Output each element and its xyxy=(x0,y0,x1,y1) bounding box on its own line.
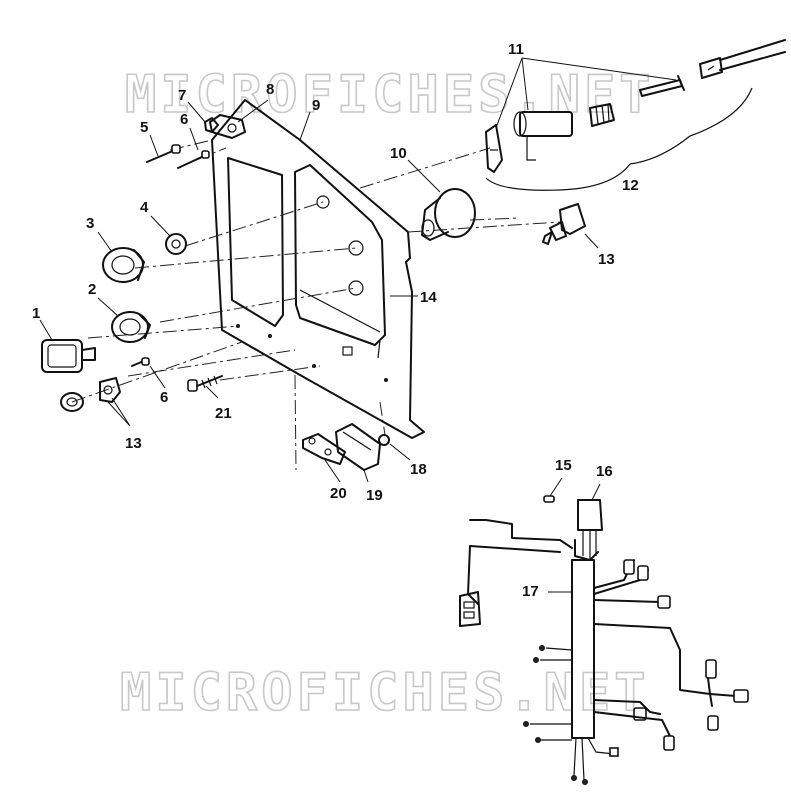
callout-12: 12 xyxy=(622,177,639,194)
gauge xyxy=(421,188,476,241)
callout-11: 11 xyxy=(508,41,524,58)
callout-3: 3 xyxy=(86,215,94,232)
leader-lines xyxy=(39,57,677,593)
callout-5: 5 xyxy=(140,119,148,136)
resistor-block xyxy=(302,423,390,471)
callout-1: 1 xyxy=(32,305,40,322)
callout-17: 17 xyxy=(522,583,539,600)
callout-21: 21 xyxy=(215,405,232,422)
wiring-harness xyxy=(459,495,749,785)
callout-7: 7 xyxy=(178,87,186,104)
callout-15: 15 xyxy=(555,457,572,474)
callout-16: 16 xyxy=(596,463,613,480)
callout-2: 2 xyxy=(88,281,96,298)
callout-8: 8 xyxy=(266,81,274,98)
assembly-lines xyxy=(71,139,561,471)
callout-14: 14 xyxy=(420,289,437,306)
bolt-21 xyxy=(187,375,223,392)
screw-5 xyxy=(146,144,181,163)
callout-19: 19 xyxy=(366,487,383,504)
watermark-top: MICROFICHES.NET xyxy=(125,65,655,125)
screw-6-top xyxy=(177,150,210,169)
callout-4: 4 xyxy=(140,199,149,216)
callout-10: 10 xyxy=(390,145,407,162)
callout-20: 20 xyxy=(330,485,347,502)
callout-6-bottom: 6 xyxy=(160,389,168,406)
ignition-nut xyxy=(111,311,151,343)
callout-13-left: 13 xyxy=(125,435,142,452)
callout-13-right: 13 xyxy=(598,251,615,268)
lock-washer xyxy=(165,233,187,255)
callout-18: 18 xyxy=(410,461,427,478)
callout-9: 9 xyxy=(312,97,320,114)
watermark-bottom: MICROFICHES.NET xyxy=(120,663,650,723)
ring-nut xyxy=(102,247,145,283)
ignition-key xyxy=(41,339,96,373)
callouts: 1 2 3 4 5 6 6 7 8 9 10 11 12 13 13 14 15… xyxy=(32,41,639,600)
callout-6-top: 6 xyxy=(180,111,188,128)
toggle-switch xyxy=(542,203,586,245)
switch-assembly xyxy=(485,39,786,191)
screw-6-bottom xyxy=(131,357,150,367)
switch-bezel xyxy=(60,377,121,412)
